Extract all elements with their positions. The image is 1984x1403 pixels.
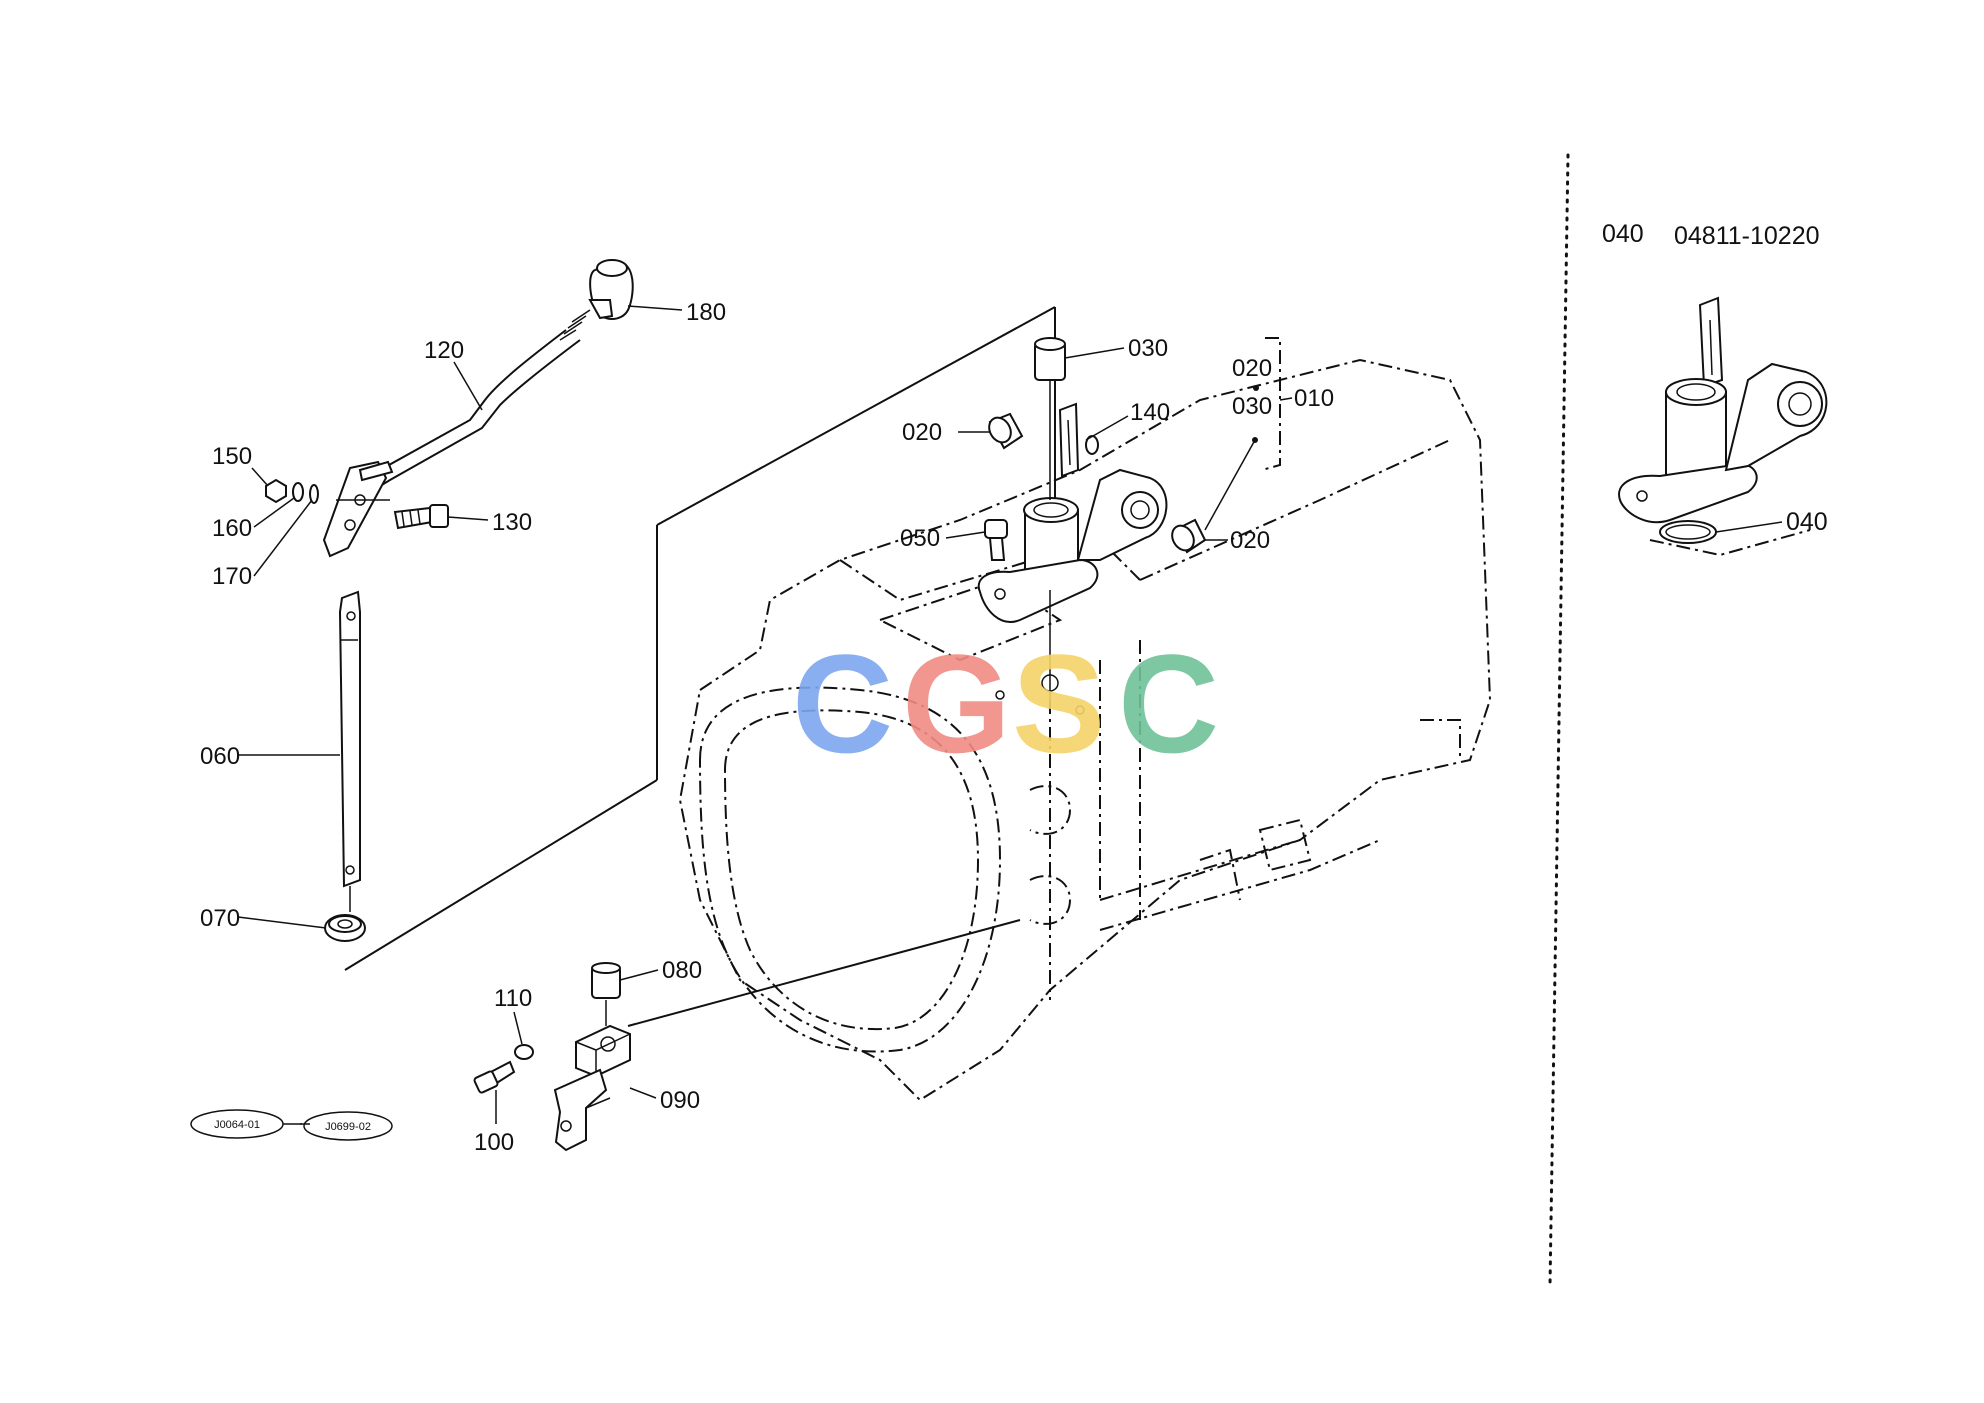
inset-part-040: [1618, 296, 1828, 557]
watermark-letter-2: G: [902, 625, 1011, 782]
label-100: 100: [474, 1129, 514, 1156]
label-140: 140: [1130, 399, 1170, 426]
callout-labels: 180 120 150 160 170 130 060 070 080 110 …: [200, 299, 1334, 1156]
label-070: 070: [200, 905, 240, 932]
label-020-right: 020: [1230, 527, 1270, 554]
label-110: 110: [494, 985, 532, 1012]
watermark-letter-4: C: [1118, 625, 1219, 782]
label-020-group: 020: [1232, 355, 1272, 382]
label-180: 180: [686, 299, 726, 326]
label-080: 080: [662, 957, 702, 984]
label-160: 160: [212, 515, 252, 542]
watermark: C G S C: [792, 625, 1219, 782]
label-170: 170: [212, 563, 252, 590]
reference-tag-2: J0699-02: [325, 1121, 371, 1133]
label-030-group: 030: [1232, 393, 1272, 420]
label-090: 090: [660, 1087, 700, 1114]
label-010-group: 010: [1294, 385, 1334, 412]
shift-fork-assembly: [473, 919, 1021, 1152]
inset-divider: [1548, 153, 1570, 1287]
reference-tags: J0064-01 J0699-02: [190, 1109, 393, 1141]
reference-tag-1: J0064-01: [214, 1119, 260, 1131]
inset-part-code: 04811-10220: [1674, 222, 1820, 250]
label-060: 060: [200, 743, 240, 770]
label-120: 120: [424, 337, 464, 364]
label-150: 150: [212, 443, 252, 470]
label-030-top: 030: [1128, 335, 1168, 362]
inset-part-number: 040: [1602, 220, 1644, 248]
label-130: 130: [492, 509, 532, 536]
lever-unit: [977, 337, 1281, 700]
leader-lines: [237, 305, 1783, 1125]
label-050: 050: [900, 525, 940, 552]
label-020-left: 020: [902, 419, 942, 446]
watermark-letter-3: S: [1012, 625, 1105, 782]
inset-header: 040 04811-10220 040: [1602, 220, 1828, 536]
shift-lever-assembly: [265, 259, 634, 942]
inset-callout-040: 040: [1786, 508, 1828, 536]
watermark-letter-1: C: [792, 625, 893, 782]
